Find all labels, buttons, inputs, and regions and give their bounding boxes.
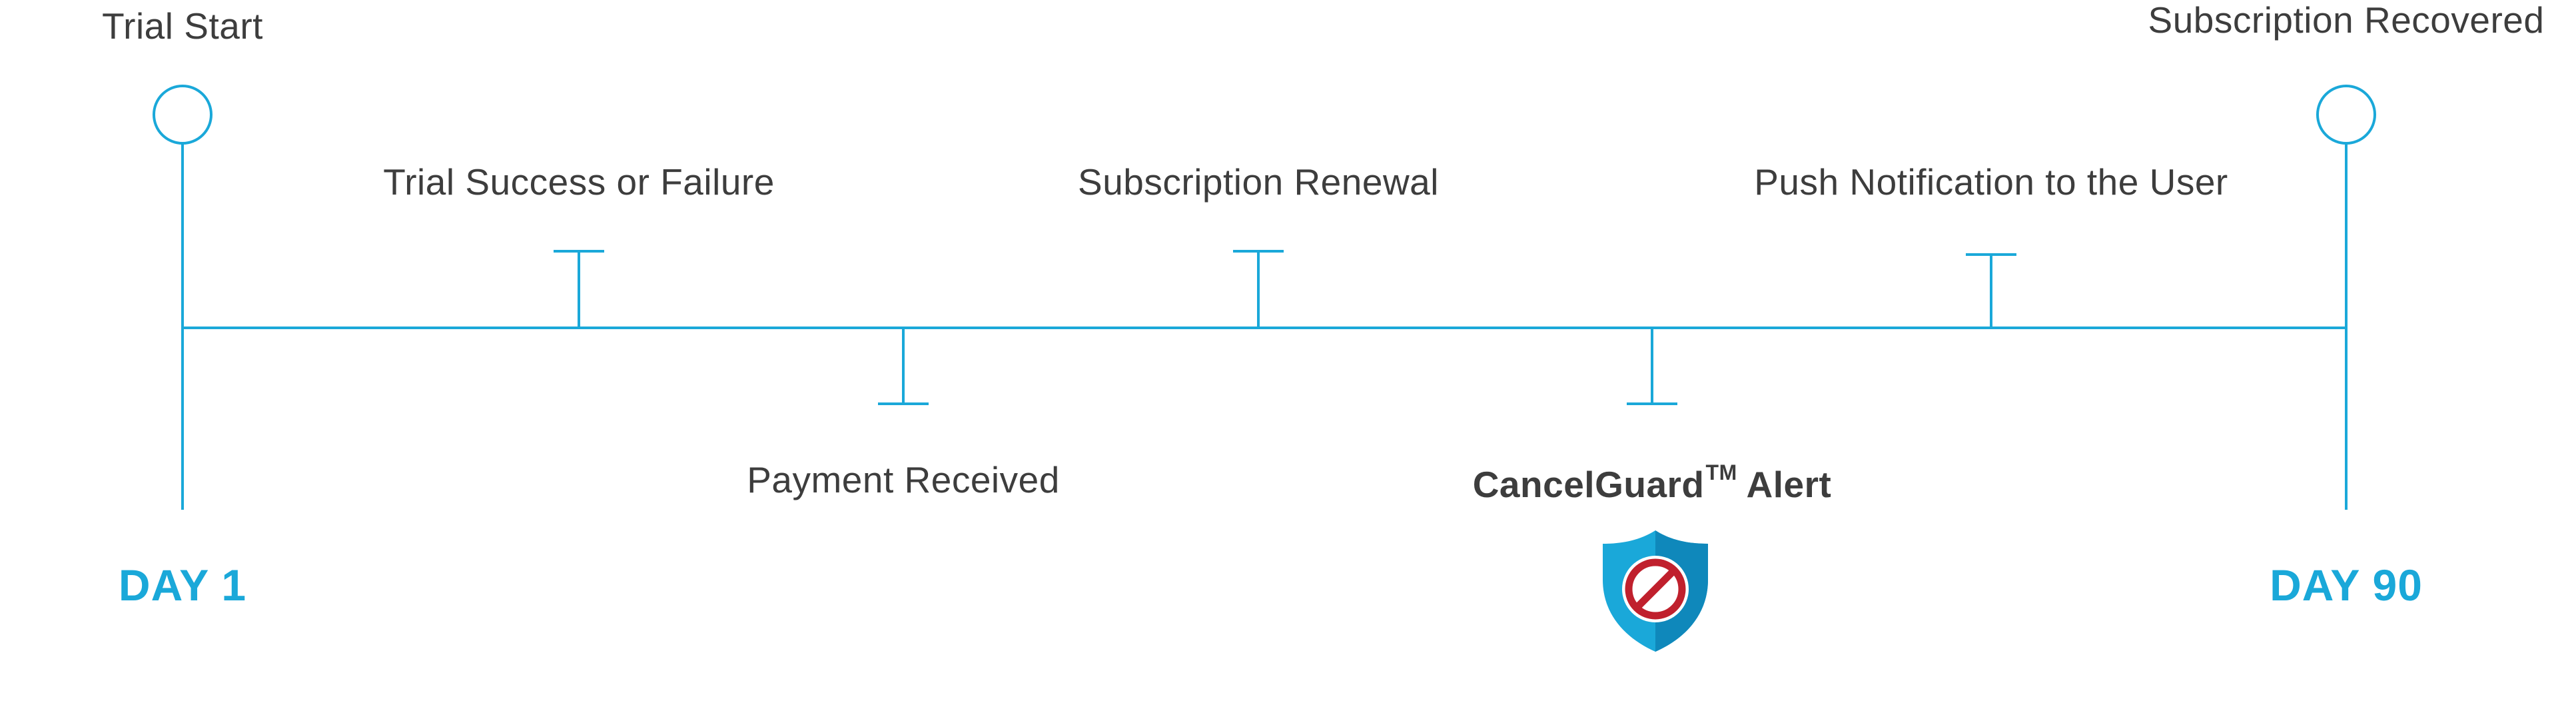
- tick-trial-result: [554, 250, 604, 328]
- end-day-label: DAY 90: [2270, 560, 2423, 610]
- event-label-alert: CancelGuardTM Alert: [1473, 462, 1832, 503]
- tick-renewal: [1233, 250, 1284, 328]
- event-label-push: Push Notification to the User: [1754, 161, 2228, 203]
- event-label-payment: Payment Received: [747, 459, 1060, 500]
- end-marker-circle: [2316, 85, 2376, 145]
- end-title: Subscription Recovered: [2148, 0, 2545, 41]
- tick-alert: [1627, 328, 1677, 405]
- tick-payment: [878, 328, 929, 405]
- trademark-mark: TM: [1705, 460, 1737, 484]
- shield-cancel-icon: [1603, 530, 1708, 652]
- start-title: Trial Start: [102, 5, 263, 47]
- alert-brand-name: CancelGuard: [1472, 464, 1705, 505]
- event-label-renewal: Subscription Renewal: [1078, 161, 1439, 203]
- alert-label-suffix: Alert: [1737, 464, 1832, 505]
- start-day-label: DAY 1: [118, 560, 247, 610]
- start-marker-circle: [153, 85, 213, 145]
- tick-push: [1966, 253, 2016, 328]
- event-label-trial-result: Trial Success or Failure: [383, 161, 775, 203]
